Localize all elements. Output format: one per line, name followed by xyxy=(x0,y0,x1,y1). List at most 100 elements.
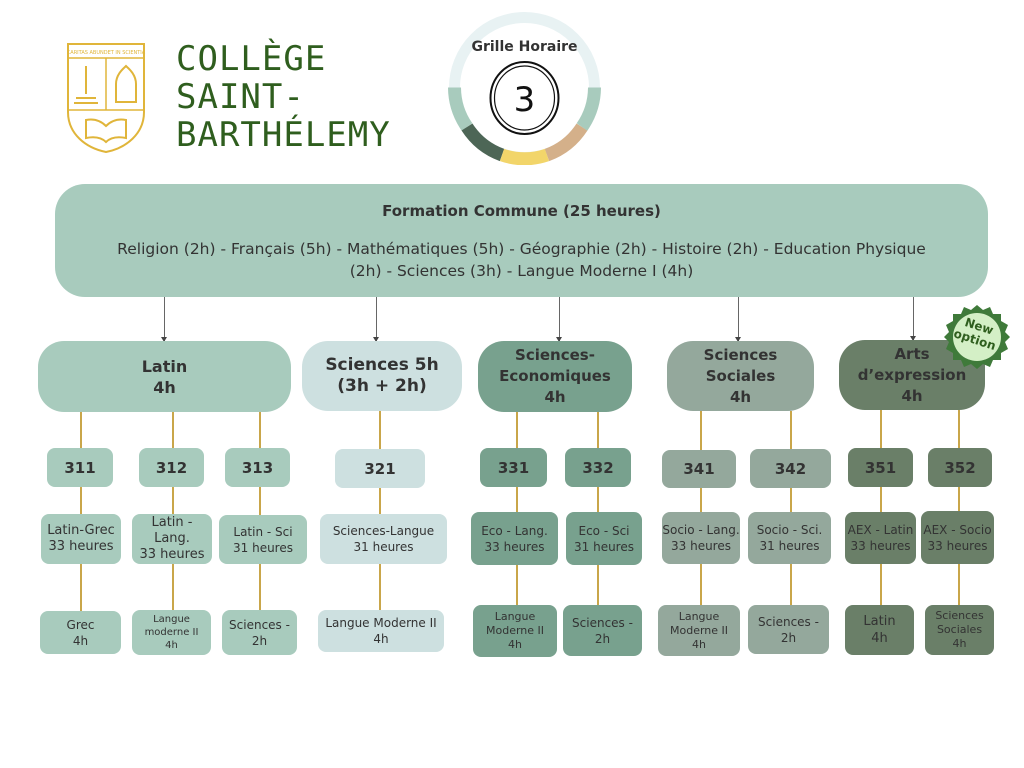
option-label: d’expression xyxy=(857,365,967,384)
label-text: 4h xyxy=(373,632,389,646)
school-name-line: BARTHÉLEMY xyxy=(176,115,391,155)
formation-line2: (2h) - Sciences (3h) - Langue Moderne I … xyxy=(349,261,694,280)
svg-text:CARITAS ABUNDET IN SCIENTIA: CARITAS ABUNDET IN SCIENTIA xyxy=(67,50,146,56)
grille-emblem: Grille Horaire 3 xyxy=(447,10,602,166)
track-name: AEX - Latin 33 heures xyxy=(845,512,916,564)
option-arts-expression: Arts d’expression 4h xyxy=(839,340,985,410)
label-text: 31 heures xyxy=(353,540,414,554)
connector-line xyxy=(80,412,82,612)
label-text: Sciences - xyxy=(572,615,633,630)
formation-line1: Religion (2h) - Français (5h) - Mathémat… xyxy=(117,239,926,258)
track-code: 321 xyxy=(335,449,425,488)
option-label: Arts xyxy=(894,344,930,363)
track-code: 341 xyxy=(662,450,736,488)
school-name: COLLÈGE SAINT- BARTHÉLEMY xyxy=(176,40,391,154)
track-code: 331 xyxy=(480,448,547,487)
track-subject: Sciences -2h xyxy=(222,610,297,655)
label-text: Langue xyxy=(494,610,536,623)
connector-line xyxy=(790,411,792,611)
label-text: Eco - Sci xyxy=(578,523,630,538)
option-label: 4h xyxy=(901,386,923,405)
label-text: Sciences - xyxy=(229,617,290,632)
label-text: moderne II xyxy=(144,627,199,638)
label-text: 33 heures xyxy=(850,539,911,553)
label-text: 4h xyxy=(508,638,522,651)
label-text: Latin-Grec xyxy=(47,523,115,538)
track-code: 342 xyxy=(750,449,831,488)
label-text: Langue xyxy=(153,614,190,625)
track-name: Latin - Lang.33 heures xyxy=(132,514,212,564)
label-text: Sciences - xyxy=(758,614,819,629)
label-text: Latin xyxy=(863,614,896,629)
connector-line xyxy=(958,410,960,610)
label-text: 4h xyxy=(72,633,89,648)
label-text: Latin - Lang. xyxy=(151,515,193,546)
track-name: Socio - Sci. 31 heures xyxy=(748,512,831,564)
track-subject: Langue moderne II 4h xyxy=(132,610,211,655)
connector-line xyxy=(379,411,381,611)
formation-title: Formation Commune (25 heures) xyxy=(382,201,661,220)
label-text: Eco - Lang. xyxy=(481,523,548,538)
label-text: Sciences xyxy=(935,609,984,622)
track-name: Eco - Lang.33 heures xyxy=(471,512,558,565)
track-code: 313 xyxy=(225,448,290,487)
label-text: 31 heures xyxy=(233,540,293,555)
label-text: 4h xyxy=(165,640,178,651)
track-name: Socio - Lang.33 heures xyxy=(662,512,740,564)
label-text: Latin - Sci xyxy=(233,524,293,539)
school-name-line: COLLÈGE xyxy=(176,39,327,79)
label-text: Grec xyxy=(66,617,95,632)
label-text: Socio - Lang. xyxy=(662,523,740,537)
label-text: Langue xyxy=(678,609,720,623)
track-subject: Sciences -2h xyxy=(563,605,642,656)
arrow xyxy=(161,297,167,342)
option-label: Sociales xyxy=(705,366,776,385)
option-sciences: Sciences 5h(3h + 2h) xyxy=(302,341,462,411)
track-code: 332 xyxy=(565,448,631,487)
connector-line xyxy=(172,412,174,612)
track-name: Sciences-Langue 31 heures xyxy=(320,514,447,564)
track-subject: Langue Moderne II 4h xyxy=(318,610,444,652)
option-label: 4h xyxy=(729,387,752,406)
connector-line xyxy=(259,412,261,612)
school-crest: CARITAS ABUNDET IN SCIENTIA xyxy=(66,42,146,154)
grille-title: Grille Horaire xyxy=(471,39,578,55)
arrow xyxy=(910,297,916,341)
formation-commune-box: Formation Commune (25 heures) Religion (… xyxy=(55,184,988,297)
label-text: 33 heures xyxy=(48,539,114,554)
option-label: Latin xyxy=(141,356,188,376)
label-text: Sciences-Langue xyxy=(332,524,435,538)
track-code: 352 xyxy=(928,448,992,487)
school-name-line: SAINT- xyxy=(176,77,305,117)
option-label: Sciences xyxy=(703,345,778,364)
track-code: 312 xyxy=(139,448,204,487)
label-text: 4h xyxy=(692,637,706,651)
track-code: 351 xyxy=(848,448,913,487)
label-text: AEX - Socio xyxy=(923,522,992,537)
option-label: Economiques xyxy=(499,367,611,385)
label-text: 31 heures xyxy=(759,539,820,553)
option-label: (3h + 2h) xyxy=(337,376,427,396)
label-text: 2h xyxy=(780,630,797,645)
connector-line xyxy=(700,411,702,611)
track-code: 311 xyxy=(47,448,113,487)
option-label: Sciences 5h xyxy=(325,355,439,375)
label-text: AEX - Latin xyxy=(847,523,914,537)
label-text: Sociales xyxy=(936,623,983,636)
label-text: Langue Moderne II xyxy=(325,616,437,630)
arrow xyxy=(556,297,562,342)
label-text: Socio - Sci. xyxy=(756,523,823,537)
label-text: Moderne II xyxy=(669,623,729,637)
label-text: 33 heures xyxy=(139,547,205,562)
track-subject: Sciences -2h xyxy=(748,605,829,654)
